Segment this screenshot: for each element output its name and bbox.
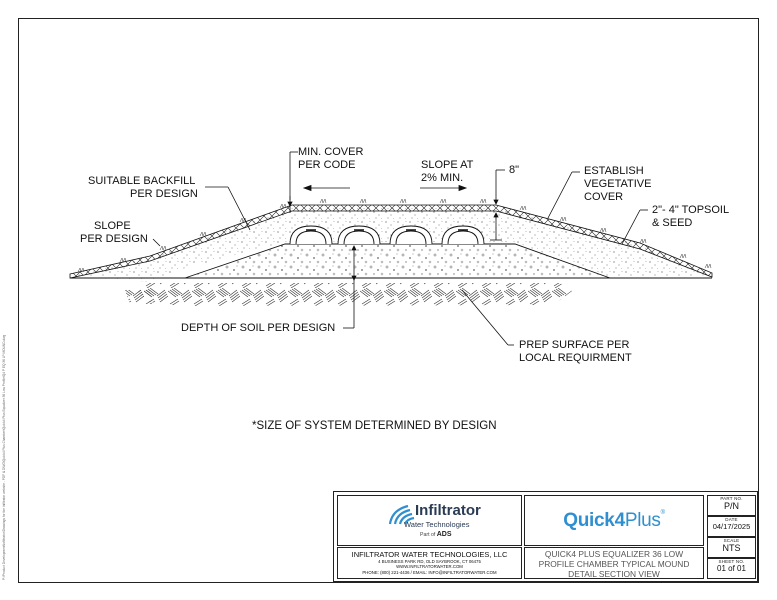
- topsoil-band: [69, 204, 713, 279]
- topsoil-line2: & SEED: [652, 217, 693, 229]
- company-contact: PHONE: (800) 221-4436 / EMAIL: INFO@INFI…: [362, 569, 497, 575]
- slope-design-line1: SLOPE: [94, 220, 131, 232]
- brand-light: Plus: [624, 510, 661, 531]
- mound-fill: [70, 208, 712, 282]
- scale-value: NTS: [722, 543, 741, 553]
- eight-inch-label: 8": [509, 164, 520, 176]
- depth-label: DEPTH OF SOIL PER DESIGN: [181, 322, 336, 334]
- brand-name: Quick4Plus®: [525, 510, 703, 532]
- part-no-value: P/N: [723, 501, 739, 511]
- scale-cell: SCALE NTS: [707, 537, 756, 558]
- min-cover-line2: PER CODE: [298, 159, 356, 171]
- prep-line2: LOCAL REQUIRMENT: [519, 352, 632, 364]
- sheet-value: 01 of 01: [717, 564, 746, 573]
- slope-design-label: SLOPE PER DESIGN: [80, 220, 148, 246]
- chambers: [289, 225, 485, 245]
- min-cover-label: MIN. COVER PER CODE: [298, 146, 363, 172]
- topsoil-line1: 2"- 4" TOPSOIL: [652, 204, 730, 216]
- drawing-title-cell: QUICK4 PLUS EQUALIZER 36 LOW PROFILE CHA…: [524, 547, 704, 579]
- infiltrator-logo-icon: [388, 504, 415, 525]
- date-value: 04/17/2025: [712, 522, 751, 531]
- dimension-lines: [152, 151, 648, 346]
- part-no-cell: PART NO. P/N: [707, 495, 756, 516]
- title-line-1: QUICK4 PLUS EQUALIZER 36 LOW: [544, 549, 684, 559]
- date-cell: DATE 04/17/2025: [707, 516, 756, 537]
- size-note: *SIZE OF SYSTEM DETERMINED BY DESIGN: [252, 420, 497, 432]
- topsoil-label: 2"- 4" TOPSOIL & SEED: [652, 204, 729, 230]
- logo-name: Infiltrator: [415, 502, 481, 519]
- company-cell: INFILTRATOR WATER TECHNOLOGIES, LLC 4 BU…: [337, 547, 522, 579]
- min-cover-line1: MIN. COVER: [298, 146, 364, 158]
- scale-label: SCALE: [723, 538, 740, 543]
- slope-at-label: SLOPE AT 2% MIN.: [421, 159, 473, 185]
- prep-surface-label: PREP SURFACE PER LOCAL REQUIRMENT: [519, 339, 632, 365]
- slope-at-line1: SLOPE AT: [421, 159, 474, 171]
- date-label: DATE: [725, 517, 738, 522]
- brand-cell: Quick4Plus®: [524, 495, 704, 546]
- prep-line1: PREP SURFACE PER: [519, 339, 630, 351]
- title-line-3: DETAIL SECTION VIEW: [568, 569, 660, 579]
- company-web: WWW.INFILTRATORWATER.COM: [396, 564, 463, 570]
- establish-line2: VEGETATIVE: [584, 178, 652, 190]
- brand-bold: Quick4: [563, 510, 625, 531]
- brand-registered: ®: [660, 510, 665, 516]
- drawing-border: [18, 18, 759, 583]
- establish-line3: COVER: [584, 191, 624, 203]
- native-soil-hatch: [125, 283, 572, 306]
- suitable-line1: SUITABLE BACKFILL: [88, 175, 196, 187]
- sheet-cell: SHEET NO. 01 of 01: [707, 558, 756, 579]
- suitable-backfill-label: SUITABLE BACKFILL PER DESIGN: [88, 175, 198, 201]
- company-address: 4 BUSINESS PARK RD, OLD SAYBROOK, CT 064…: [378, 559, 481, 564]
- establish-line1: ESTABLISH: [584, 165, 644, 177]
- suitable-line2: PER DESIGN: [130, 188, 198, 200]
- title-block: Infiltrator Water Technologies Part of A…: [333, 491, 758, 582]
- logo-cell: Infiltrator Water Technologies Part of A…: [337, 495, 522, 546]
- logo-subtitle: Water Technologies: [404, 520, 470, 529]
- meta-column: PART NO. P/N DATE 04/17/2025 SCALE NTS S…: [707, 495, 756, 579]
- slope-at-line2: 2% MIN.: [421, 172, 464, 184]
- sheet-label: SHEET NO.: [718, 559, 745, 564]
- vegetation-tufts: [77, 198, 712, 273]
- part-no-label: PART NO.: [720, 496, 743, 501]
- logo-part-of-text: Part of: [420, 532, 436, 538]
- establish-label: ESTABLISH VEGETATIVE COVER: [584, 165, 651, 204]
- title-line-2: PROFILE CHAMBER TYPICAL MOUND: [538, 559, 690, 569]
- company-name: INFILTRATOR WATER TECHNOLOGIES, LLC: [351, 550, 508, 559]
- ads-logo: ADS: [436, 531, 452, 538]
- logo-part-of: Part of ADS: [420, 531, 452, 538]
- slope-design-line2: PER DESIGN: [80, 233, 148, 245]
